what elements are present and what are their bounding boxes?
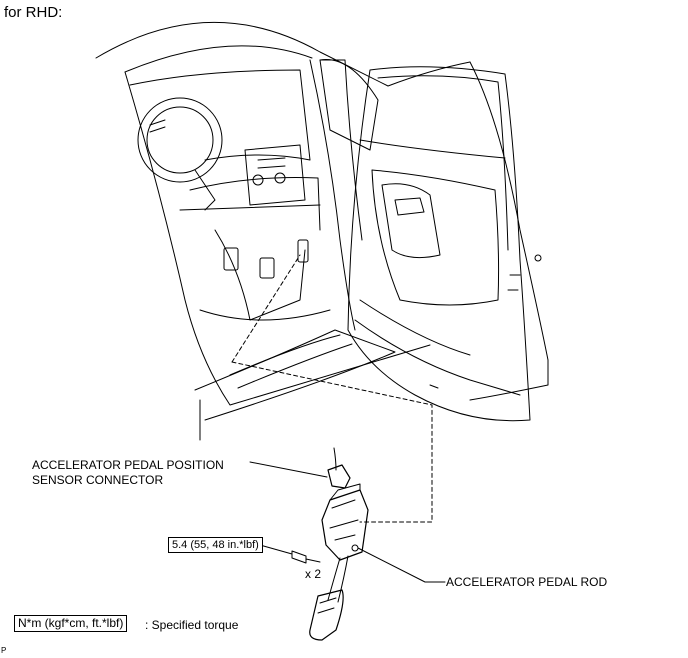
connector-label-line2: SENSOR CONNECTOR [32, 473, 164, 487]
b-pillar [309, 59, 356, 331]
steering-column [194, 169, 216, 211]
bolt [291, 550, 321, 564]
vent-right [257, 157, 286, 169]
pedal-arm [327, 555, 349, 603]
body-rear-outline [469, 61, 549, 401]
dashed-leader-lower [231, 361, 433, 523]
front-pillar [124, 71, 431, 406]
floor-panel [199, 309, 331, 321]
b-pillar-inner [319, 59, 363, 241]
legend-text: : Specified torque [145, 618, 239, 632]
pedal-housing-top [329, 483, 361, 501]
door-hinge [507, 274, 521, 291]
page-code: P [1, 646, 7, 655]
brake-pedal [223, 247, 239, 271]
roof-inner-line [124, 45, 313, 73]
door-handle [394, 197, 425, 216]
torque-leader [259, 544, 293, 555]
steering-wheel-inner [146, 106, 214, 174]
dashboard-top [129, 69, 311, 161]
rod-pivot [351, 544, 359, 552]
sill-step [229, 334, 353, 389]
pedal-bracket-detail [329, 499, 359, 541]
pedal-rod-label: ACCELERATOR PEDAL ROD [446, 575, 608, 589]
title: for RHD: [4, 4, 63, 21]
torque-callout: 5.4 (55, 48 in.*lbf) [168, 537, 263, 553]
door-sill [194, 329, 396, 421]
door-lower [354, 319, 521, 396]
door-trim-line [359, 139, 506, 159]
door-outer [347, 66, 531, 422]
connector-body [327, 464, 351, 489]
vent-left [149, 119, 166, 133]
clutch-pedal [259, 257, 275, 279]
dash-panel [179, 204, 321, 211]
center-console [244, 144, 306, 206]
accelerator-pedal-in-car [297, 239, 309, 263]
door-pocket [359, 299, 471, 356]
steering-wheel [137, 97, 223, 183]
pedal-bracket [321, 489, 369, 561]
rod-leader [357, 547, 446, 583]
door-latch [429, 384, 439, 389]
pedal-pad [309, 589, 344, 641]
dashed-leader-sill [231, 254, 301, 363]
roof-line [95, 22, 471, 87]
connector-label-line1: ACCELERATOR PEDAL POSITION [32, 458, 224, 472]
legend-torque-symbol: N*m (kgf*cm, ft.*lbf) [14, 615, 128, 632]
connector-leader [249, 461, 328, 478]
climate-knob [274, 172, 286, 184]
door-armrest [381, 183, 441, 259]
door-lock-knob [534, 254, 542, 262]
pedal-pad-inner [317, 597, 337, 614]
door-panel [371, 169, 500, 306]
door-window-frame [319, 59, 379, 151]
hazard-knob [252, 174, 264, 186]
door-inner-frame [377, 75, 509, 251]
bolt-quantity: x 2 [305, 567, 322, 581]
connector-wire [333, 447, 337, 471]
dashboard-lower [189, 177, 321, 231]
